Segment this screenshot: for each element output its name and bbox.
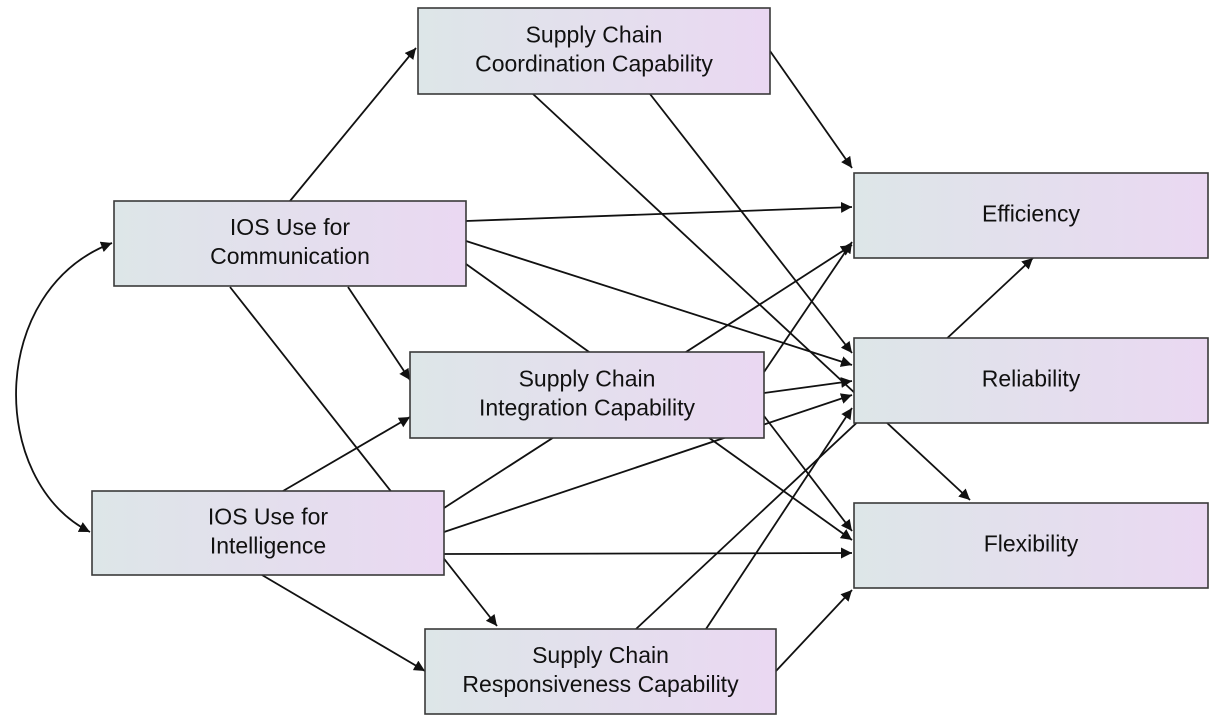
node-box-coord [417, 7, 771, 95]
node-box-rel [853, 337, 1209, 424]
arrow-comm-to-integ [347, 286, 411, 381]
arrow-integ-to-rel [763, 377, 853, 394]
node-label-flex-line-1: Flexibility [984, 531, 1079, 557]
node-box-resp [424, 628, 777, 715]
arrow-comm-to-resp [229, 286, 498, 627]
arrow-resp-to-rel [705, 407, 853, 630]
node-label-integ-line-2: Integration Capability [479, 395, 696, 421]
node-label-resp-line-1: Supply Chain [532, 642, 669, 668]
node-label-integ-line-1: Supply Chain [519, 366, 656, 392]
node-label-resp-line-2: Responsiveness Capability [462, 671, 739, 697]
arrow-comm-to-rel [465, 240, 853, 367]
arrow-intel-to-flex [443, 547, 853, 559]
node-box-comm [113, 200, 467, 287]
arrow-integ-to-eff [763, 241, 853, 373]
arrow-coord-to-flex [532, 93, 971, 501]
node-eff: Efficiency [853, 172, 1209, 259]
node-label-eff-line-1: Efficiency [982, 201, 1081, 227]
node-label-comm-line-1: IOS Use for [230, 214, 350, 240]
arrow-coord-to-rel [649, 93, 853, 354]
node-label-comm-line-2: Communication [210, 243, 370, 269]
arrow-coord-to-eff [769, 50, 853, 169]
arrow-comm-to-coord [289, 47, 417, 202]
node-label-intel-line-2: Intelligence [210, 533, 326, 559]
node-box-integ [409, 351, 765, 439]
node-label-rel-line-1: Reliability [982, 366, 1081, 392]
arrow-resp-to-eff [635, 257, 1034, 630]
node-label-intel-line-1: IOS Use for [208, 504, 328, 530]
node-rel: Reliability [853, 337, 1209, 424]
arrow-comm-to-eff [465, 201, 853, 222]
node-box-intel [91, 490, 445, 576]
correlation-comm-intel [15, 241, 113, 533]
node-label-coord-line-2: Coordination Capability [475, 51, 713, 77]
arrow-intel-to-integ [282, 416, 411, 492]
arrow-intel-to-resp [261, 574, 426, 672]
edges-layer [15, 47, 1034, 672]
arrow-resp-to-flex [775, 589, 853, 672]
node-label-coord-line-1: Supply Chain [526, 22, 663, 48]
node-flex: Flexibility [853, 502, 1209, 589]
node-box-eff [853, 172, 1209, 259]
arrow-intel-to-rel [443, 393, 853, 533]
node-box-flex [853, 502, 1209, 589]
